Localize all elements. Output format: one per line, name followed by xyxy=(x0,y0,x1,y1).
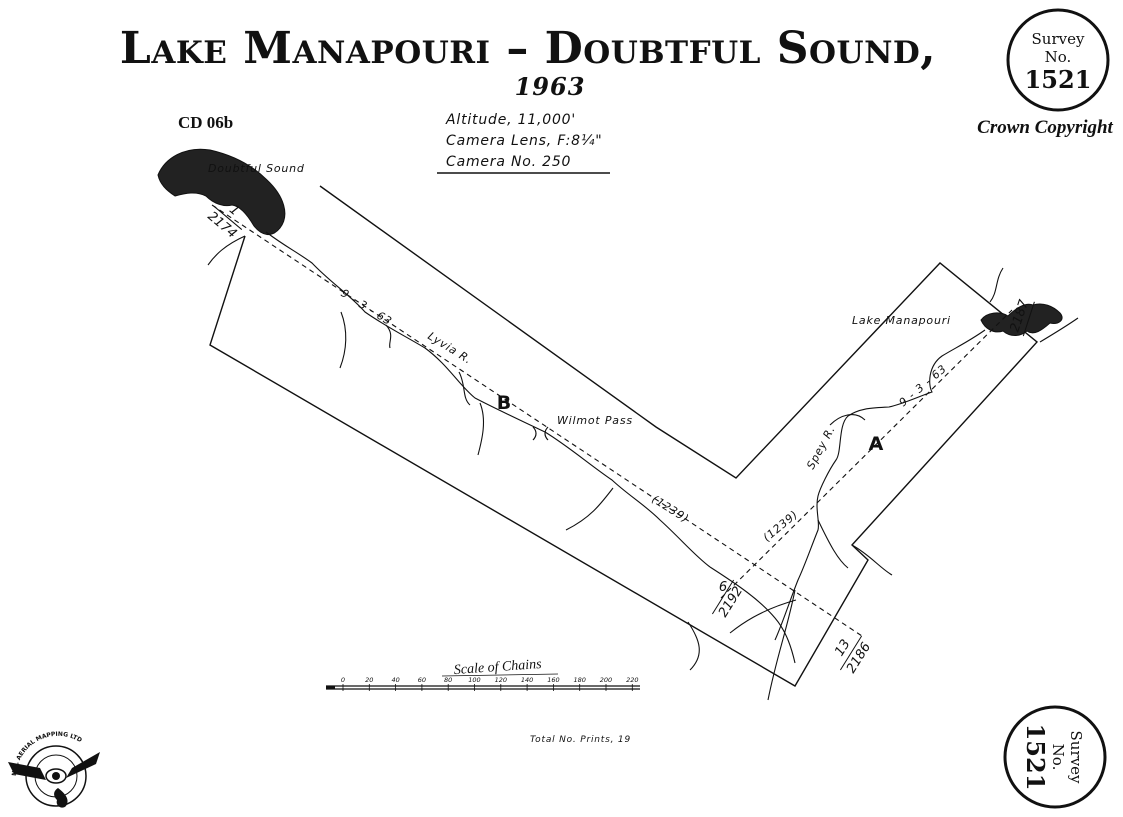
survey-seal-top: Survey No. 1521 xyxy=(1006,8,1110,112)
scale-tick-label: 220 xyxy=(626,676,638,684)
print-fraction-junction: 6 2192 xyxy=(711,579,746,620)
scale-tick-label: 80 xyxy=(444,676,452,684)
svg-text:13: 13 xyxy=(832,637,853,659)
seal-line1: Survey xyxy=(1067,731,1085,784)
spec-camera: Camera No. 250 xyxy=(446,154,571,170)
scale-tick-label: 140 xyxy=(521,676,533,684)
scale-tick-label: 60 xyxy=(418,676,426,684)
catalogue-code: CD 06b xyxy=(178,113,233,132)
run-b-label: B xyxy=(497,392,511,414)
map-title: Lake Manapouri – Doubtful Sound, xyxy=(120,23,936,74)
seal-line2: No. xyxy=(1045,48,1072,66)
flight-line-b xyxy=(211,204,863,637)
scale-ticks: 0 20 40 60 80 100 120 140 160 180 200 220 xyxy=(341,676,639,691)
scale-tick-label: 160 xyxy=(547,676,559,684)
scale-tick-label: 100 xyxy=(468,676,480,684)
map-year: 1963 xyxy=(515,72,586,101)
seal-number: 1521 xyxy=(1021,724,1050,791)
label-doubtful-sound: Doubtful Sound xyxy=(208,162,305,175)
seal-number: 1521 xyxy=(1025,65,1092,94)
scale-tick-label: 180 xyxy=(573,676,585,684)
coverage-boundary xyxy=(209,185,1039,687)
run-a-label: A xyxy=(869,433,884,455)
run-b-height: (1239) xyxy=(649,493,691,526)
scale-tick-label: 0 xyxy=(341,676,345,684)
lake-manapouri-water xyxy=(980,303,1063,336)
pass-symbol-icon xyxy=(532,426,549,441)
doubtful-sound-water xyxy=(157,148,286,235)
label-lake-manapouri: Lake Manapouri xyxy=(852,314,951,327)
scale-tick-label: 20 xyxy=(365,676,373,684)
scale-tick-label: 200 xyxy=(600,676,612,684)
crown-copyright: Crown Copyright xyxy=(977,117,1113,138)
total-prints: Total No. Prints, 19 xyxy=(530,735,631,745)
scale-bar: Scale of Chains 0 20 40 60 80 100 120 140 160 180… xyxy=(326,657,640,691)
scale-tick-label: 40 xyxy=(391,676,399,684)
svg-text:6: 6 xyxy=(719,580,727,595)
aerial-mapping-emblem-icon: N.Z. AERIAL MAPPING LTD xyxy=(8,731,100,808)
survey-seal-bottom: Survey No. 1521 xyxy=(1003,705,1107,809)
print-fraction-end: 13 2186 xyxy=(832,635,874,676)
scale-tick-label: 120 xyxy=(495,676,507,684)
label-lyvia-river: Lyvia R. xyxy=(425,330,474,367)
seal-line2: No. xyxy=(1049,744,1067,771)
spec-altitude: Altitude, 11,000' xyxy=(445,112,576,128)
run-a-date: 9 - 3 - 63 xyxy=(897,362,950,409)
seal-line1: Survey xyxy=(1032,30,1085,48)
rivers xyxy=(207,231,1079,701)
run-b-date: 9 - 3 - 63 xyxy=(338,287,394,329)
label-wilmot-pass: Wilmot Pass xyxy=(557,414,633,427)
spec-lens: Camera Lens, F:8¼" xyxy=(446,133,602,149)
flight-specs: Altitude, 11,000' Camera Lens, F:8¼" Cam… xyxy=(437,112,610,174)
scale-title: Scale of Chains xyxy=(453,657,542,678)
